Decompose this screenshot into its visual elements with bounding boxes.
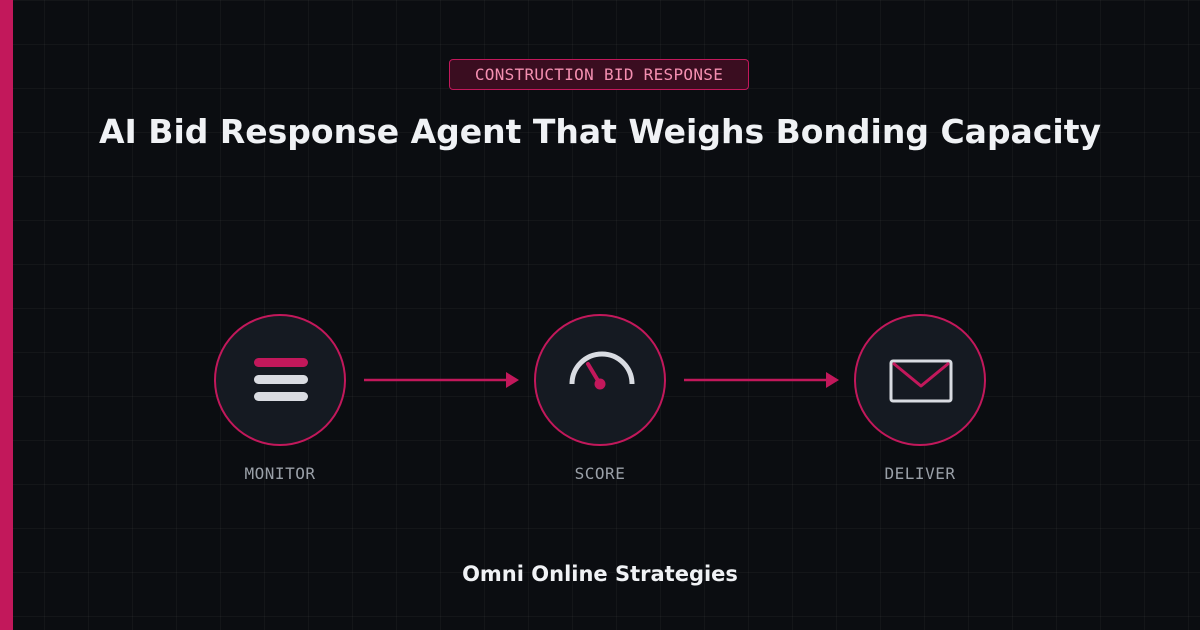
step-monitor: MONITOR bbox=[200, 314, 360, 504]
envelope-icon bbox=[889, 359, 953, 403]
page-title: AI Bid Response Agent That Weighs Bondin… bbox=[98, 112, 1101, 151]
accent-bar bbox=[0, 0, 13, 630]
category-badge: CONSTRUCTION BID RESPONSE bbox=[449, 59, 749, 90]
step-score-label: SCORE bbox=[574, 464, 626, 483]
step-score: SCORE bbox=[520, 314, 680, 504]
list-icon bbox=[254, 358, 308, 401]
step-deliver-label: DELIVER bbox=[884, 464, 956, 483]
step-deliver-circle bbox=[854, 314, 986, 446]
arrow-right-icon bbox=[684, 372, 839, 388]
brand-name: Omni Online Strategies bbox=[462, 562, 738, 586]
step-deliver: DELIVER bbox=[840, 314, 1000, 504]
step-score-circle bbox=[534, 314, 666, 446]
step-monitor-label: MONITOR bbox=[244, 464, 316, 483]
arrow-right-icon bbox=[364, 372, 519, 388]
step-monitor-circle bbox=[214, 314, 346, 446]
gauge-icon bbox=[569, 351, 635, 390]
